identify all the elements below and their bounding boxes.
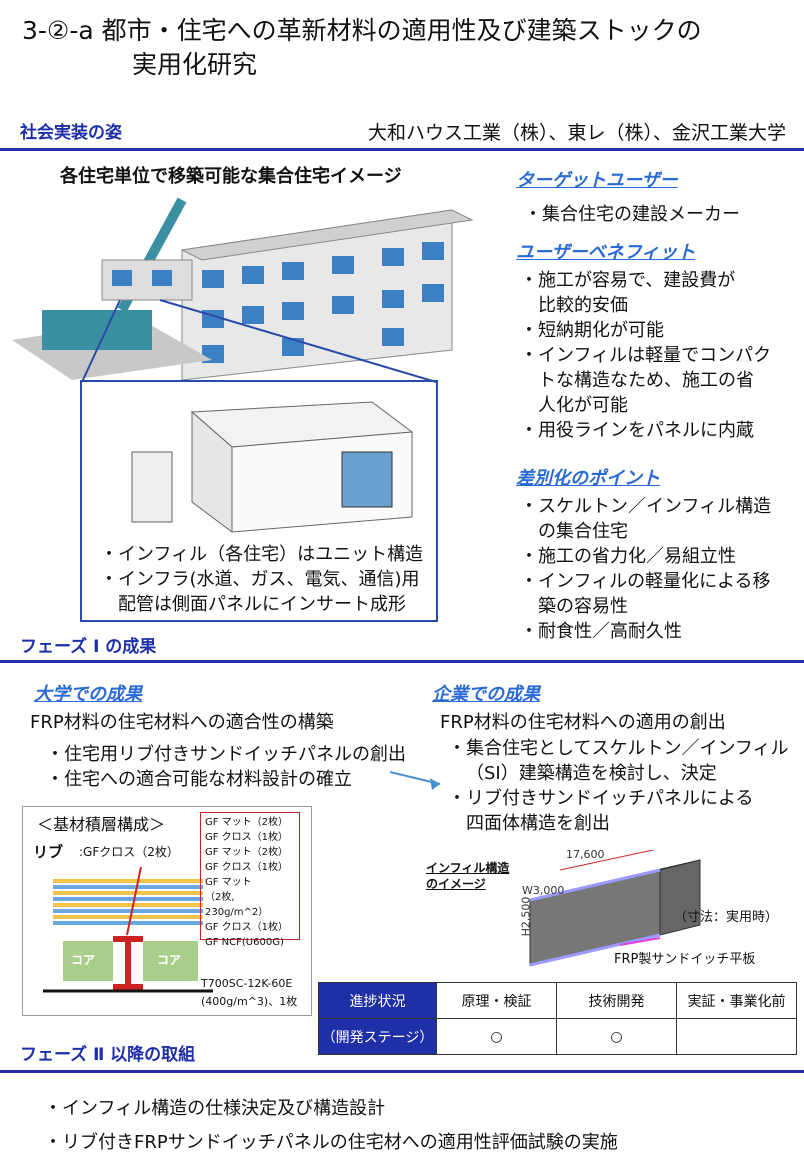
unit-illustration <box>131 401 414 533</box>
layer-stack <box>43 867 213 993</box>
infill-label-2: のイメージ <box>426 877 486 891</box>
corp-lead: FRP材料の住宅材料への適用の創出 <box>440 712 726 733</box>
univ-item-2: ・住宅への適合可能な材料設計の確立 <box>46 769 352 790</box>
page-title: 3-②-a 都市・住宅への革新材料の適用性及び建築ストックの 実用化研究 <box>22 14 702 82</box>
infill-structure-diagram <box>529 850 701 967</box>
section-phase1: フェーズ Ⅰ の成果 <box>20 637 157 657</box>
dim-unit-note: （寸法：実用時） <box>674 910 779 925</box>
layer-title: ＜基材積層構成＞ <box>37 815 166 834</box>
divider-2 <box>0 660 804 663</box>
legend-8: GF NCF(U600G) <box>205 937 284 948</box>
univ-item-1: ・住宅用リブ付きサンドイッチパネルの創出 <box>46 744 406 765</box>
unit-notes: ・インフィル（各住宅）はユニット構造 ・インフラ(水道、ガス、電気、通信)用 配… <box>100 542 423 617</box>
stage-demo: 実証・事業化前 <box>676 982 797 1019</box>
dim-height: H2,500 <box>519 896 533 937</box>
univ-header: 大学での成果 <box>34 684 142 705</box>
stage-principle-mark: ○ <box>436 1018 557 1055</box>
legend-6: （2枚, 230g/m^2） <box>205 892 269 918</box>
stage-principle: 原理・検証 <box>436 982 557 1019</box>
core-label-right: コア <box>157 953 182 967</box>
progress-header: 進捗状況 <box>318 982 437 1019</box>
univ-list: ・住宅用リブ付きサンドイッチパネルの創出 ・住宅への適合可能な材料設計の確立 <box>46 742 406 792</box>
diff-item-2: の集合住宅 <box>538 521 628 542</box>
layer-legend: GF マット（2枚） GF クロス（1枚） GF マット（2枚） GF クロス（… <box>200 812 300 948</box>
phase2-item-2: ・リブ付きFRPサンドイッチパネルの住宅材への適用性評価試験の実施 <box>44 1132 618 1153</box>
section-social: 社会実装の姿 <box>20 123 122 143</box>
dev-stage-label: （開発ステージ） <box>318 1018 437 1055</box>
benefit-item-1: ・施工が容易で、建設費が <box>520 270 736 291</box>
image-title: 各住宅単位で移築可能な集合住宅イメージ <box>60 166 402 187</box>
benefit-item-7: ・用役ラインをパネルに内蔵 <box>520 420 754 441</box>
unit-note-2: ・インフラ(水道、ガス、電気、通信)用 <box>100 569 420 590</box>
divider-1 <box>0 148 804 151</box>
legend-1: GF マット（2枚） <box>205 817 289 828</box>
corp-header: 企業での成果 <box>432 684 540 705</box>
diff-item-5: 築の容易性 <box>538 596 628 617</box>
target-user-list: ・集合住宅の建設メーカー <box>524 202 740 227</box>
corp-item-3: ・リブ付きサンドイッチパネルによる <box>448 788 754 809</box>
rib-note: :GFクロス（2枚） <box>79 845 179 859</box>
unit-note-1: ・インフィル（各住宅）はユニット構造 <box>100 544 424 565</box>
section-phase2: フェーズ Ⅱ 以降の取組 <box>20 1045 196 1065</box>
corp-item-4: 四面体構造を創出 <box>466 813 610 834</box>
benefit-item-4: ・インフィルは軽量でコンパク <box>520 345 772 366</box>
legend-3: GF マット（2枚） <box>205 847 289 858</box>
infill-label: インフィル構造 のイメージ <box>426 860 509 892</box>
benefit-item-3: ・短納期化が可能 <box>520 320 664 341</box>
organizations: 大和ハウス工業（株）、東レ（株）、金沢工業大学 <box>367 122 786 144</box>
legend-4: GF クロス（1枚） <box>205 862 289 873</box>
benefit-list: ・施工が容易で、建設費が 比較的安価 ・短納期化が可能 ・インフィルは軽量でコン… <box>520 268 771 443</box>
stage-dev-mark: ○ <box>556 1018 677 1055</box>
diff-list: ・スケルトン／インフィル構造 の集合住宅 ・施工の省力化／易組立性 ・インフィル… <box>520 494 771 644</box>
diff-item-3: ・施工の省力化／易組立性 <box>520 546 736 567</box>
title-line1: 3-②-a 都市・住宅への革新材料の適用性及び建築ストックの <box>22 16 702 45</box>
unit-detail-box: ・インフィル（各住宅）はユニット構造 ・インフラ(水道、ガス、電気、通信)用 配… <box>80 380 438 622</box>
layer-diagram: ＜基材積層構成＞ リブ :GFクロス（2枚） コア コア T700SC-12K-… <box>22 806 312 1016</box>
legend-7: GF クロス（1枚） <box>205 922 289 933</box>
dim-length: 17,600 <box>566 848 605 861</box>
rib-label: リブ <box>33 843 64 861</box>
univ-lead: FRP材料の住宅材料への適合性の構築 <box>30 712 334 733</box>
progress-table: 進捗状況 原理・検証 技術開発 実証・事業化前 （開発ステージ） ○ ○ <box>318 982 797 1055</box>
dim-width: W3,000 <box>522 884 565 897</box>
benefit-item-6: 人化が可能 <box>538 395 628 416</box>
benefit-item-2: 比較的安価 <box>538 295 628 316</box>
phase2-item-1: ・インフィル構造の仕様決定及び構造設計 <box>44 1098 386 1119</box>
target-item-1: ・集合住宅の建設メーカー <box>524 204 740 225</box>
diff-item-1: ・スケルトン／インフィル構造 <box>520 496 772 517</box>
title-line2: 実用化研究 <box>132 50 258 79</box>
phase2-list: ・インフィル構造の仕様決定及び構造設計 ・リブ付きFRPサンドイッチパネルの住宅… <box>44 1092 618 1160</box>
diff-item-6: ・耐食性／高耐久性 <box>520 621 682 642</box>
divider-3 <box>0 1070 804 1073</box>
unit-note-3: 配管は側面パネルにインサート成形 <box>118 594 406 615</box>
stage-dev: 技術開発 <box>556 982 677 1019</box>
corp-item-2: （SI）建築構造を検討し、決定 <box>466 763 717 784</box>
core-label-left: コア <box>71 953 96 967</box>
building-illustration <box>12 197 474 380</box>
diff-item-4: ・インフィルの軽量化による移 <box>520 571 771 592</box>
diff-header: 差別化のポイント <box>516 468 660 489</box>
stage-demo-mark <box>676 1018 797 1055</box>
corp-item-1: ・集合住宅としてスケルトン／インフィル <box>448 738 789 759</box>
bottom-note-2: (400g/m^3)、1枚 <box>201 995 298 1008</box>
benefit-item-5: トな構造なため、施工の省 <box>538 370 754 391</box>
panel-label: FRP製サンドイッチ平板 <box>614 952 756 967</box>
benefit-header: ユーザーベネフィット <box>516 242 696 263</box>
infill-label-1: インフィル構造 <box>426 861 510 875</box>
corp-list: ・集合住宅としてスケルトン／インフィル （SI）建築構造を検討し、決定 ・リブ付… <box>448 736 789 836</box>
legend-5: GF マット <box>205 877 252 888</box>
bottom-note-1: T700SC-12K-60E <box>201 977 293 990</box>
target-user-header: ターゲットユーザー <box>516 170 678 191</box>
legend-2: GF クロス（1枚） <box>205 832 289 843</box>
